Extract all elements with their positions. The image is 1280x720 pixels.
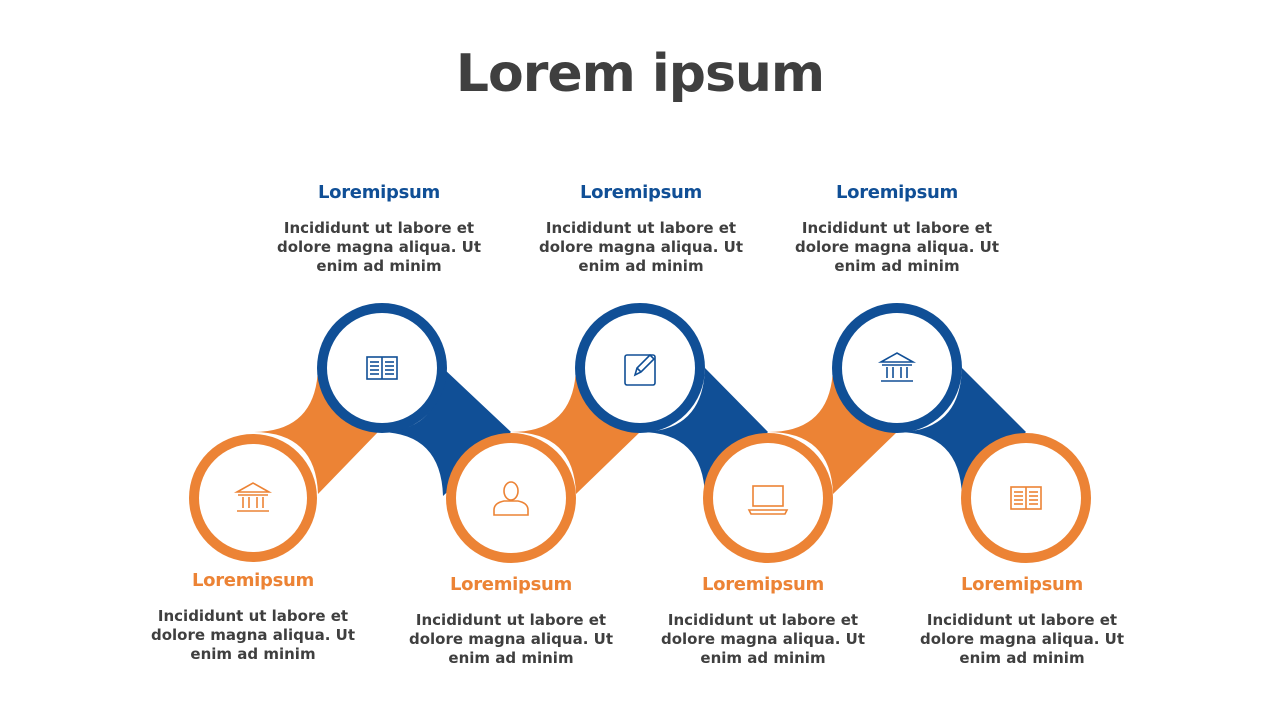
step-description: Incididunt ut labore et dolore magna ali… (538, 219, 743, 275)
step-heading: Loremipsum (835, 182, 959, 203)
bank-icon (877, 352, 917, 382)
step-description: Incididunt ut labore et dolore magna ali… (276, 219, 481, 275)
step-2-text: Loremipsum Incididunt ut labore et dolor… (259, 182, 499, 276)
step-description: Incididunt ut labore et dolore magna ali… (408, 611, 613, 667)
step-heading: Loremipsum (960, 574, 1084, 595)
step-3-node (446, 433, 576, 563)
book-icon (366, 356, 398, 380)
laptop-icon (747, 485, 789, 515)
step-5-node (703, 433, 833, 563)
step-4-text: Loremipsum Incididunt ut labore et dolor… (521, 182, 761, 276)
step-description: Incididunt ut labore et dolore magna ali… (150, 607, 355, 663)
step-heading: Loremipsum (191, 570, 315, 591)
step-heading: Loremipsum (701, 574, 825, 595)
book-icon (1010, 486, 1042, 510)
bank-icon (233, 482, 273, 512)
step-4-node (575, 303, 705, 433)
step-3-text: Loremipsum Incididunt ut labore et dolor… (391, 574, 631, 668)
step-5-text: Loremipsum Incididunt ut labore et dolor… (643, 574, 883, 668)
step-1-text: Loremipsum Incididunt ut labore et dolor… (133, 570, 373, 664)
edit-icon (624, 353, 656, 386)
step-description: Incididunt ut labore et dolore magna ali… (919, 611, 1124, 667)
step-1-node (189, 434, 317, 562)
step-6-node (832, 303, 962, 433)
step-heading: Loremipsum (449, 574, 573, 595)
step-7-text: Loremipsum Incididunt ut labore et dolor… (902, 574, 1142, 668)
step-6-text: Loremipsum Incididunt ut labore et dolor… (777, 182, 1017, 276)
connector-2 (378, 368, 511, 496)
step-heading: Loremipsum (317, 182, 441, 203)
step-description: Incididunt ut labore et dolore magna ali… (794, 219, 999, 275)
step-heading: Loremipsum (579, 182, 703, 203)
step-description: Incididunt ut labore et dolore magna ali… (660, 611, 865, 667)
page-title: Lorem ipsum (455, 44, 825, 104)
connector-3 (511, 368, 640, 494)
user-icon (493, 481, 529, 516)
connector-5 (768, 368, 897, 494)
